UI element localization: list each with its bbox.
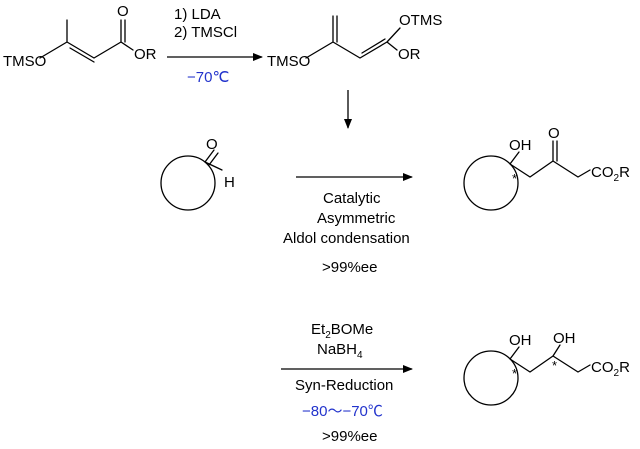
- diol-product-oh1-label: OH: [509, 332, 532, 349]
- aldol-product-stereocenter-mark: *: [512, 171, 517, 186]
- diol-product-oh2-label: OH: [553, 330, 576, 347]
- aldol-product-bonds: [509, 140, 591, 178]
- aldol-product-ring: [463, 155, 519, 211]
- aldehyde-o-label: O: [206, 136, 218, 153]
- diene-otms-label: OTMS: [399, 12, 442, 29]
- step3-condition-syn-reduction: Syn-Reduction: [295, 377, 393, 394]
- step1-product: TMSO OTMS OR: [267, 12, 442, 70]
- diene-bonds: [305, 15, 401, 59]
- reactant-tmso-label: TMSO: [3, 53, 46, 70]
- aldehyde-carbonyl-double: [208, 152, 219, 166]
- step1-temperature: −70℃: [187, 69, 229, 86]
- aldol-product-ester-label: CO2R: [591, 164, 630, 184]
- step1-condition-tmscl: 2) TMSCl: [174, 24, 237, 41]
- step2-ee: >99%ee: [322, 259, 377, 276]
- aldehyde-ring: [160, 155, 216, 211]
- diol-product-ester-label: CO2R: [591, 359, 630, 379]
- diol-product-stereocenter-mark-2: *: [552, 358, 557, 373]
- diol-product-bonds: [509, 344, 591, 373]
- step3-ee: >99%ee: [322, 428, 377, 445]
- diene-tmso-label: TMSO: [267, 53, 310, 70]
- aldol-product: OH O * CO2R: [463, 125, 630, 211]
- reactant-bonds: [39, 19, 134, 59]
- reactant-or-label: OR: [134, 46, 157, 63]
- step3-reagent-nabh4: NaBH4: [317, 341, 363, 361]
- aldehyde-bonds: [204, 149, 223, 171]
- step2-condition-aldol: Aldol condensation: [283, 230, 410, 247]
- diol-product-ring: [463, 350, 519, 406]
- reactant-carbonyl-o: O: [117, 3, 129, 20]
- aldehyde-h-label: H: [224, 174, 235, 191]
- step2-condition-asymmetric: Asymmetric: [317, 210, 396, 227]
- aldehyde: O H: [160, 136, 235, 211]
- aldol-product-oh-label: OH: [509, 137, 532, 154]
- diene-or-label: OR: [398, 46, 421, 63]
- step1-reactant: O TMSO OR: [3, 3, 157, 70]
- step3-temperature: −80～−70℃: [302, 403, 383, 420]
- diene-internal-double-bond: [361, 38, 386, 54]
- diol-product: OH OH * * CO2R: [463, 330, 630, 406]
- step3-reagent-et2bome: Et2BOMe: [311, 321, 373, 341]
- step2-condition-catalytic: Catalytic: [323, 190, 381, 207]
- reactant-double-bond: [69, 47, 95, 63]
- aldol-product-ketone-o: O: [548, 125, 560, 142]
- diol-product-stereocenter-mark-1: *: [512, 366, 517, 381]
- step1-condition-lda: 1) LDA: [174, 6, 221, 23]
